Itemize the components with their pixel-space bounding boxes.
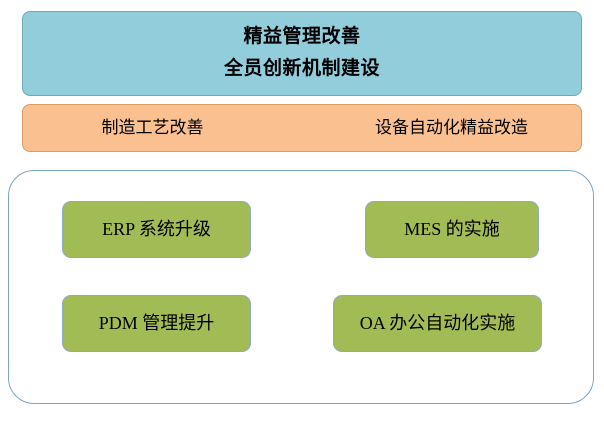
top-banner-line-1: 精益管理改善 (243, 26, 361, 48)
middle-band-item-manufacturing-process: 制造工艺改善 (101, 117, 204, 137)
middle-band-orange: 制造工艺改善 设备自动化精益改造 (22, 104, 582, 152)
item-box-pdm: PDM 管理提升 (62, 295, 251, 352)
item-box-oa: OA 办公自动化实施 (333, 295, 542, 352)
item-box-erp: ERP 系统升级 (62, 201, 251, 258)
middle-band-item-equipment-automation: 设备自动化精益改造 (375, 117, 528, 137)
item-box-mes: MES 的实施 (365, 201, 539, 258)
top-banner-blue: 精益管理改善 全员创新机制建设 (22, 11, 582, 96)
top-banner-line-2: 全员创新机制建设 (223, 58, 380, 79)
